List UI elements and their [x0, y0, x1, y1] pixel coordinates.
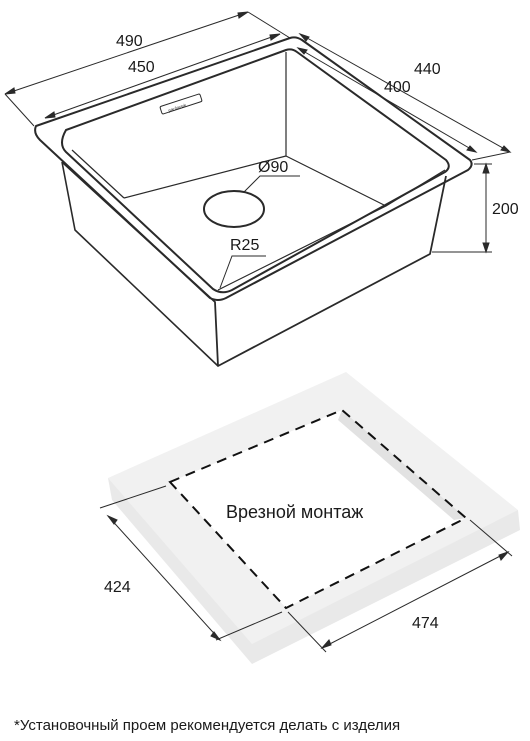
cutout-label: Врезной монтаж: [226, 502, 363, 522]
dim-outer-width: 490: [116, 33, 143, 50]
dim-inner-depth: 400: [384, 79, 411, 96]
dim-outer-depth: 440: [414, 61, 441, 78]
dim-drain-diameter: Ø90: [258, 159, 288, 176]
sink-side-walls: [62, 162, 446, 366]
cutout-side-dim: 424: [104, 579, 131, 596]
sink-bowl-corner-right: [386, 170, 445, 206]
sink-front-bottom-edge: [62, 162, 218, 366]
dim-inner-width: 450: [128, 59, 155, 76]
brand-logo-text: paulmark: [168, 102, 188, 113]
drain-leader: [244, 176, 300, 192]
cutout-bottom-dim: 474: [412, 615, 439, 632]
height-dimension-line: [432, 164, 492, 252]
drain-hole: [204, 191, 264, 227]
dim-height: 200: [492, 201, 519, 218]
footnote: *Установочный проем рекомендуется делать…: [14, 717, 400, 734]
sink-bowl-corner-left: [72, 150, 124, 198]
depth-dimension-lines: [298, 34, 510, 160]
sink-rim-outer: [35, 37, 472, 300]
dim-corner-radius: R25: [230, 237, 259, 254]
